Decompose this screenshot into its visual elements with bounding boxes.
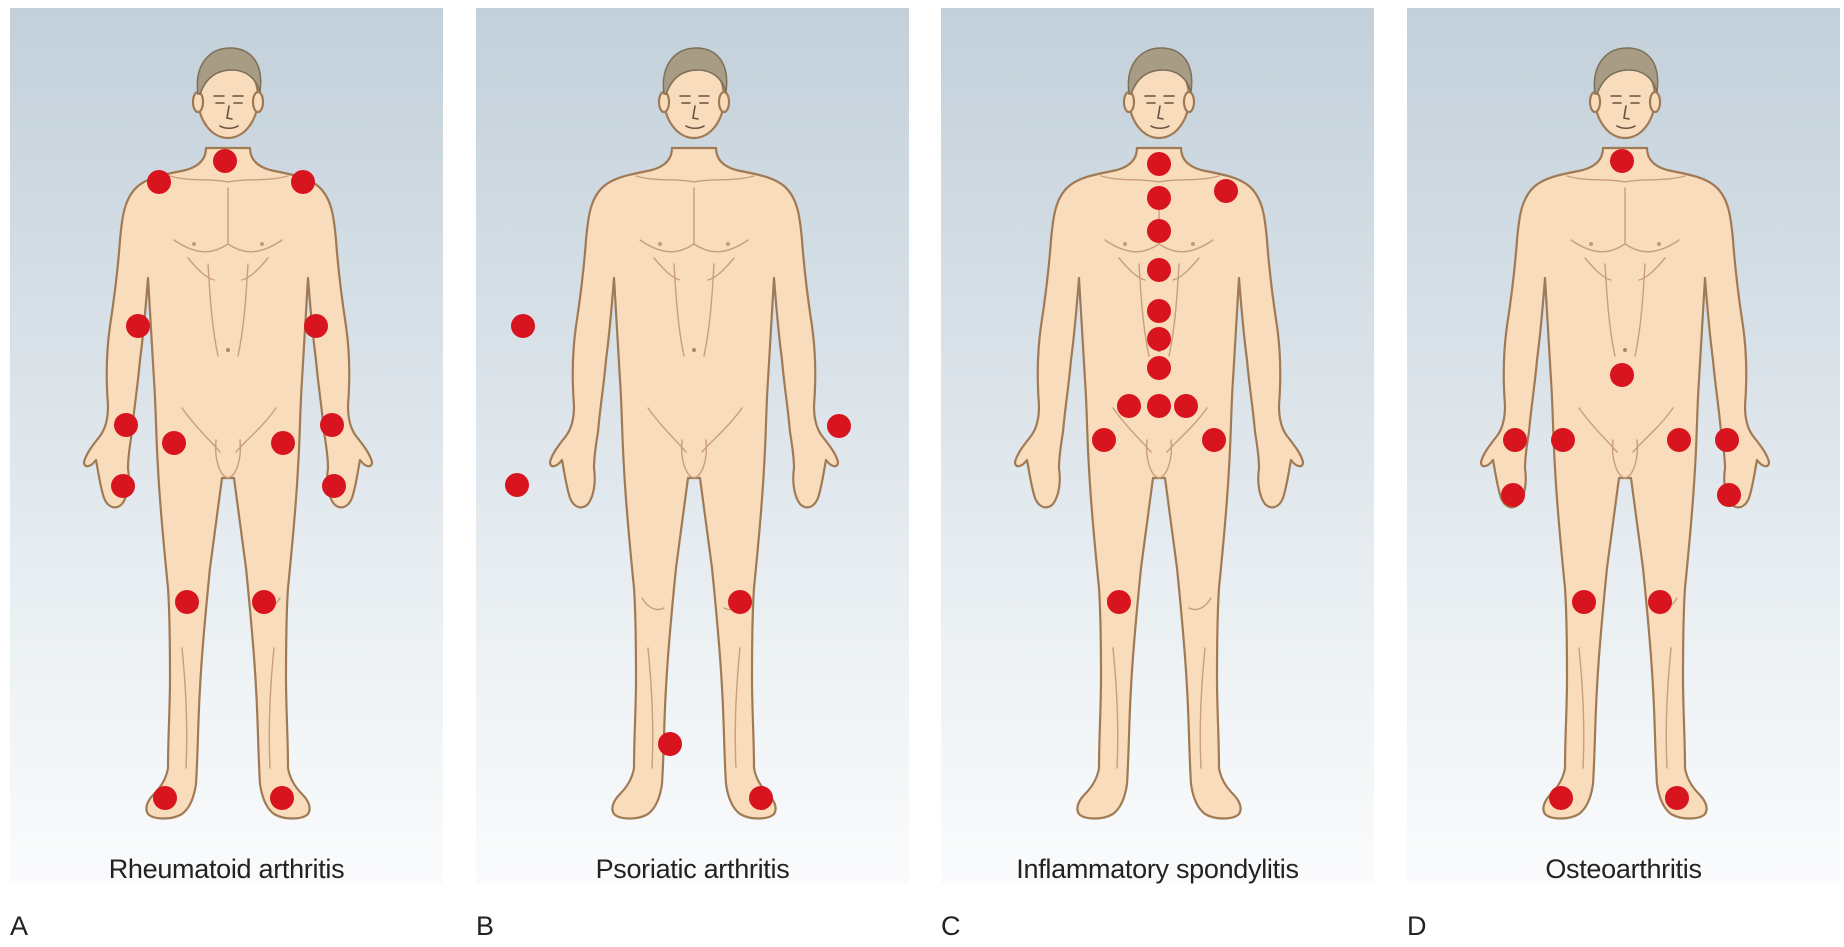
navel (226, 348, 230, 352)
nipple-left (1657, 242, 1661, 246)
caption: Psoriatic arthritis (476, 854, 909, 885)
navel (1623, 348, 1627, 352)
ear-left (719, 92, 729, 112)
joint-marker-left-hip (1202, 428, 1226, 452)
joint-marker-spine-3 (1147, 219, 1171, 243)
ear-left (1650, 92, 1660, 112)
body-silhouette (1481, 148, 1769, 819)
ear-left (1184, 92, 1194, 112)
joint-marker-right-hip (1551, 428, 1575, 452)
body-figure (10, 8, 443, 883)
joint-marker-left-foot (1665, 786, 1689, 810)
joint-marker-left-knee (175, 590, 199, 614)
joint-marker-left-elbow (126, 314, 150, 338)
joint-marker-spine-6 (1147, 327, 1171, 351)
nipple-right (192, 242, 196, 246)
body-figure (941, 8, 1374, 883)
nipple-right (658, 242, 662, 246)
joint-marker-right-wrist (1503, 428, 1527, 452)
joint-marker-left-foot (749, 786, 773, 810)
joint-marker-spine-5 (1147, 299, 1171, 323)
joint-marker-right-elbow (511, 314, 535, 338)
joint-marker-left-wrist (827, 414, 851, 438)
joint-marker-right-elbow (304, 314, 328, 338)
caption: Inflammatory spondylitis (941, 854, 1374, 885)
nipple-left (726, 242, 730, 246)
panel-letter-d: D (1407, 911, 1427, 942)
nipple-left (1191, 242, 1195, 246)
joint-marker-right-shoulder (291, 170, 315, 194)
joint-marker-right-foot (270, 786, 294, 810)
body-figure (1407, 8, 1840, 883)
joint-marker-right-ankle (658, 732, 682, 756)
joint-marker-left-hand (1717, 483, 1741, 507)
joint-marker-left-hip (162, 431, 186, 455)
joint-marker-spine-4 (1147, 258, 1171, 282)
joint-marker-left-foot (153, 786, 177, 810)
body-silhouette (1015, 148, 1303, 819)
joint-marker-neck (1610, 149, 1634, 173)
joint-marker-lumbar (1610, 363, 1634, 387)
ear-right (1124, 92, 1134, 112)
joint-marker-left-wrist (1715, 428, 1739, 452)
joint-marker-right-hand (505, 473, 529, 497)
ear-right (193, 92, 203, 112)
joint-marker-sacrum (1147, 394, 1171, 418)
joint-marker-right-foot (1549, 786, 1573, 810)
joint-marker-left-knee (728, 590, 752, 614)
joint-marker-right-knee (1572, 590, 1596, 614)
panel-letter-a: A (10, 911, 28, 942)
joint-marker-left-hand (111, 474, 135, 498)
ear-left (253, 92, 263, 112)
joint-marker-spine-7 (1147, 356, 1171, 380)
joint-marker-spine-2 (1147, 186, 1171, 210)
navel (692, 348, 696, 352)
joint-marker-left-sacroiliac (1174, 394, 1198, 418)
panel-rheumatoid-arthritis: Rheumatoid arthritis (10, 8, 443, 883)
nipple-right (1589, 242, 1593, 246)
joint-marker-right-knee (252, 590, 276, 614)
body-figure (476, 8, 909, 883)
panel-letter-b: B (476, 911, 494, 942)
ear-right (659, 92, 669, 112)
body-silhouette (550, 148, 838, 819)
joint-marker-right-wrist (320, 413, 344, 437)
human-body (550, 48, 838, 819)
joint-marker-left-shoulder (1214, 179, 1238, 203)
joint-marker-right-hip (1092, 428, 1116, 452)
joint-marker-left-knee (1648, 590, 1672, 614)
joint-marker-right-knee (1107, 590, 1131, 614)
panel-letter-c: C (941, 911, 961, 942)
joint-marker-left-shoulder (147, 170, 171, 194)
caption: Osteoarthritis (1407, 854, 1840, 885)
joint-marker-right-hand (322, 474, 346, 498)
nipple-right (1123, 242, 1127, 246)
joint-marker-neck (213, 149, 237, 173)
panel-psoriatic-arthritis: Psoriatic arthritis (476, 8, 909, 883)
joint-marker-right-sacroiliac (1117, 394, 1141, 418)
ear-right (1590, 92, 1600, 112)
joint-marker-left-wrist (114, 413, 138, 437)
joint-marker-right-hand (1501, 483, 1525, 507)
joint-marker-right-hip (271, 431, 295, 455)
caption: Rheumatoid arthritis (10, 854, 443, 885)
joint-marker-left-hip (1667, 428, 1691, 452)
panel-osteoarthritis: Osteoarthritis (1407, 8, 1840, 883)
nipple-left (260, 242, 264, 246)
panel-inflammatory-spondylitis: Inflammatory spondylitis (941, 8, 1374, 883)
joint-marker-spine-1 (1147, 152, 1171, 176)
